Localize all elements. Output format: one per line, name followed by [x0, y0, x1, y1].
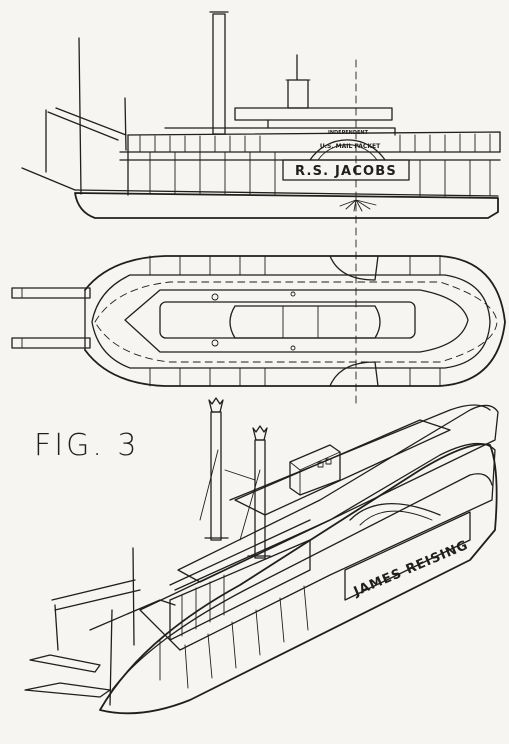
paddlebox-inner-text: U.S. MAIL PACKET	[320, 143, 381, 150]
perspective-name-text: JAMES REISING	[351, 538, 471, 600]
figure-label: FIG. 3	[34, 428, 140, 463]
elevation-name-text: R.S. JACOBS	[295, 164, 397, 179]
paddlebox-arc-text: INDEPENDENT	[328, 130, 369, 136]
